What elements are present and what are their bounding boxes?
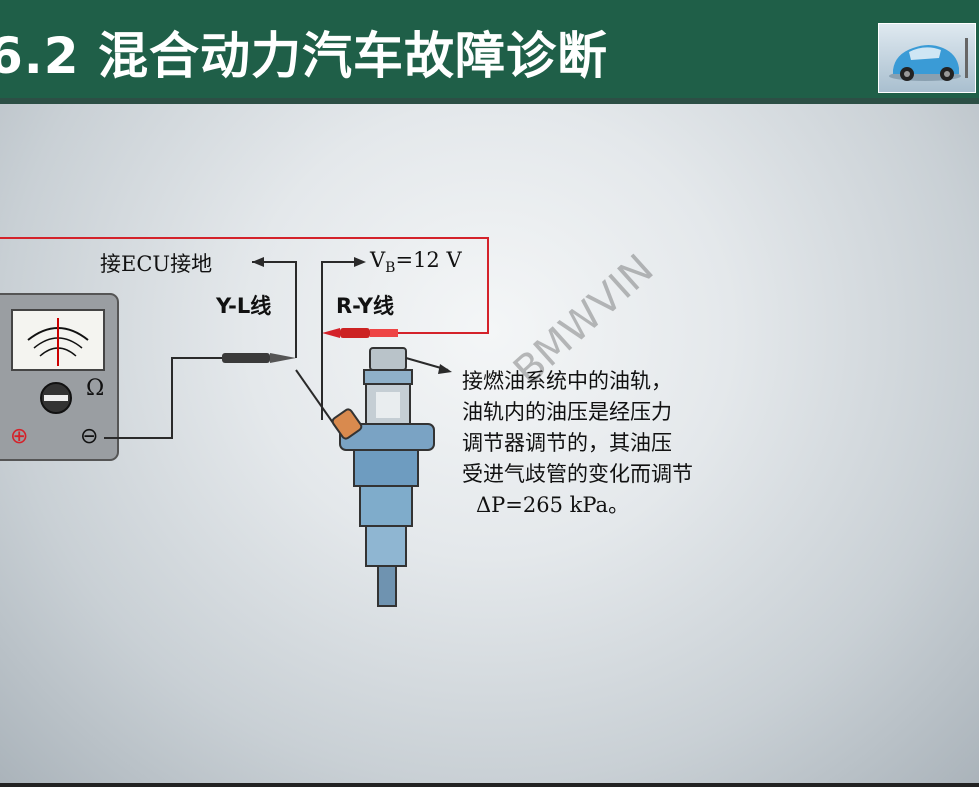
plus-terminal-icon: ⊕ — [10, 424, 29, 449]
minus-terminal-icon: ⊖ — [80, 424, 99, 449]
ecu-leader-line — [252, 261, 297, 358]
red-probe — [322, 328, 398, 338]
car-thumbnail — [878, 23, 976, 93]
ry-wire-label: R-Y线 — [336, 294, 395, 318]
ecu-ground-label: 接ECU接地 — [100, 252, 213, 276]
multimeter — [0, 293, 119, 461]
page-title: 6.2 混合动力汽车故障诊断 — [0, 27, 608, 85]
black-wire — [104, 357, 222, 439]
fuel-rail-note: 接燃油系统中的油轨， 油轨内的油压是经压力 调节器调节的，其油压 受进气歧管的变… — [462, 366, 693, 521]
fuel-injector — [331, 347, 435, 607]
car-icon — [889, 38, 968, 81]
vb-leader-line — [321, 261, 356, 420]
note-line-3: 调节器调节的，其油压 — [462, 431, 672, 455]
note-line-5: ΔP=265 kPa。 — [476, 493, 630, 517]
yl-wire-label: Y-L线 — [216, 294, 272, 318]
vb-subscript: B — [385, 260, 396, 277]
footer-divider — [0, 783, 979, 787]
note-line-1: 接燃油系统中的油轨， — [462, 369, 672, 393]
yl-leader-line — [295, 369, 339, 431]
red-wire — [0, 237, 489, 334]
black-probe — [222, 353, 296, 363]
title-bar: 6.2 混合动力汽车故障诊断 — [0, 0, 979, 104]
ohm-symbol: Ω — [86, 376, 105, 401]
note-line-2: 油轨内的油压是经压力 — [462, 400, 672, 424]
vb-symbol: V — [370, 248, 386, 272]
vb-voltage-label: VB=12 V — [370, 248, 462, 276]
vb-value: =12 V — [395, 248, 462, 272]
note-line-4: 受进气歧管的变化而调节 — [462, 462, 693, 486]
